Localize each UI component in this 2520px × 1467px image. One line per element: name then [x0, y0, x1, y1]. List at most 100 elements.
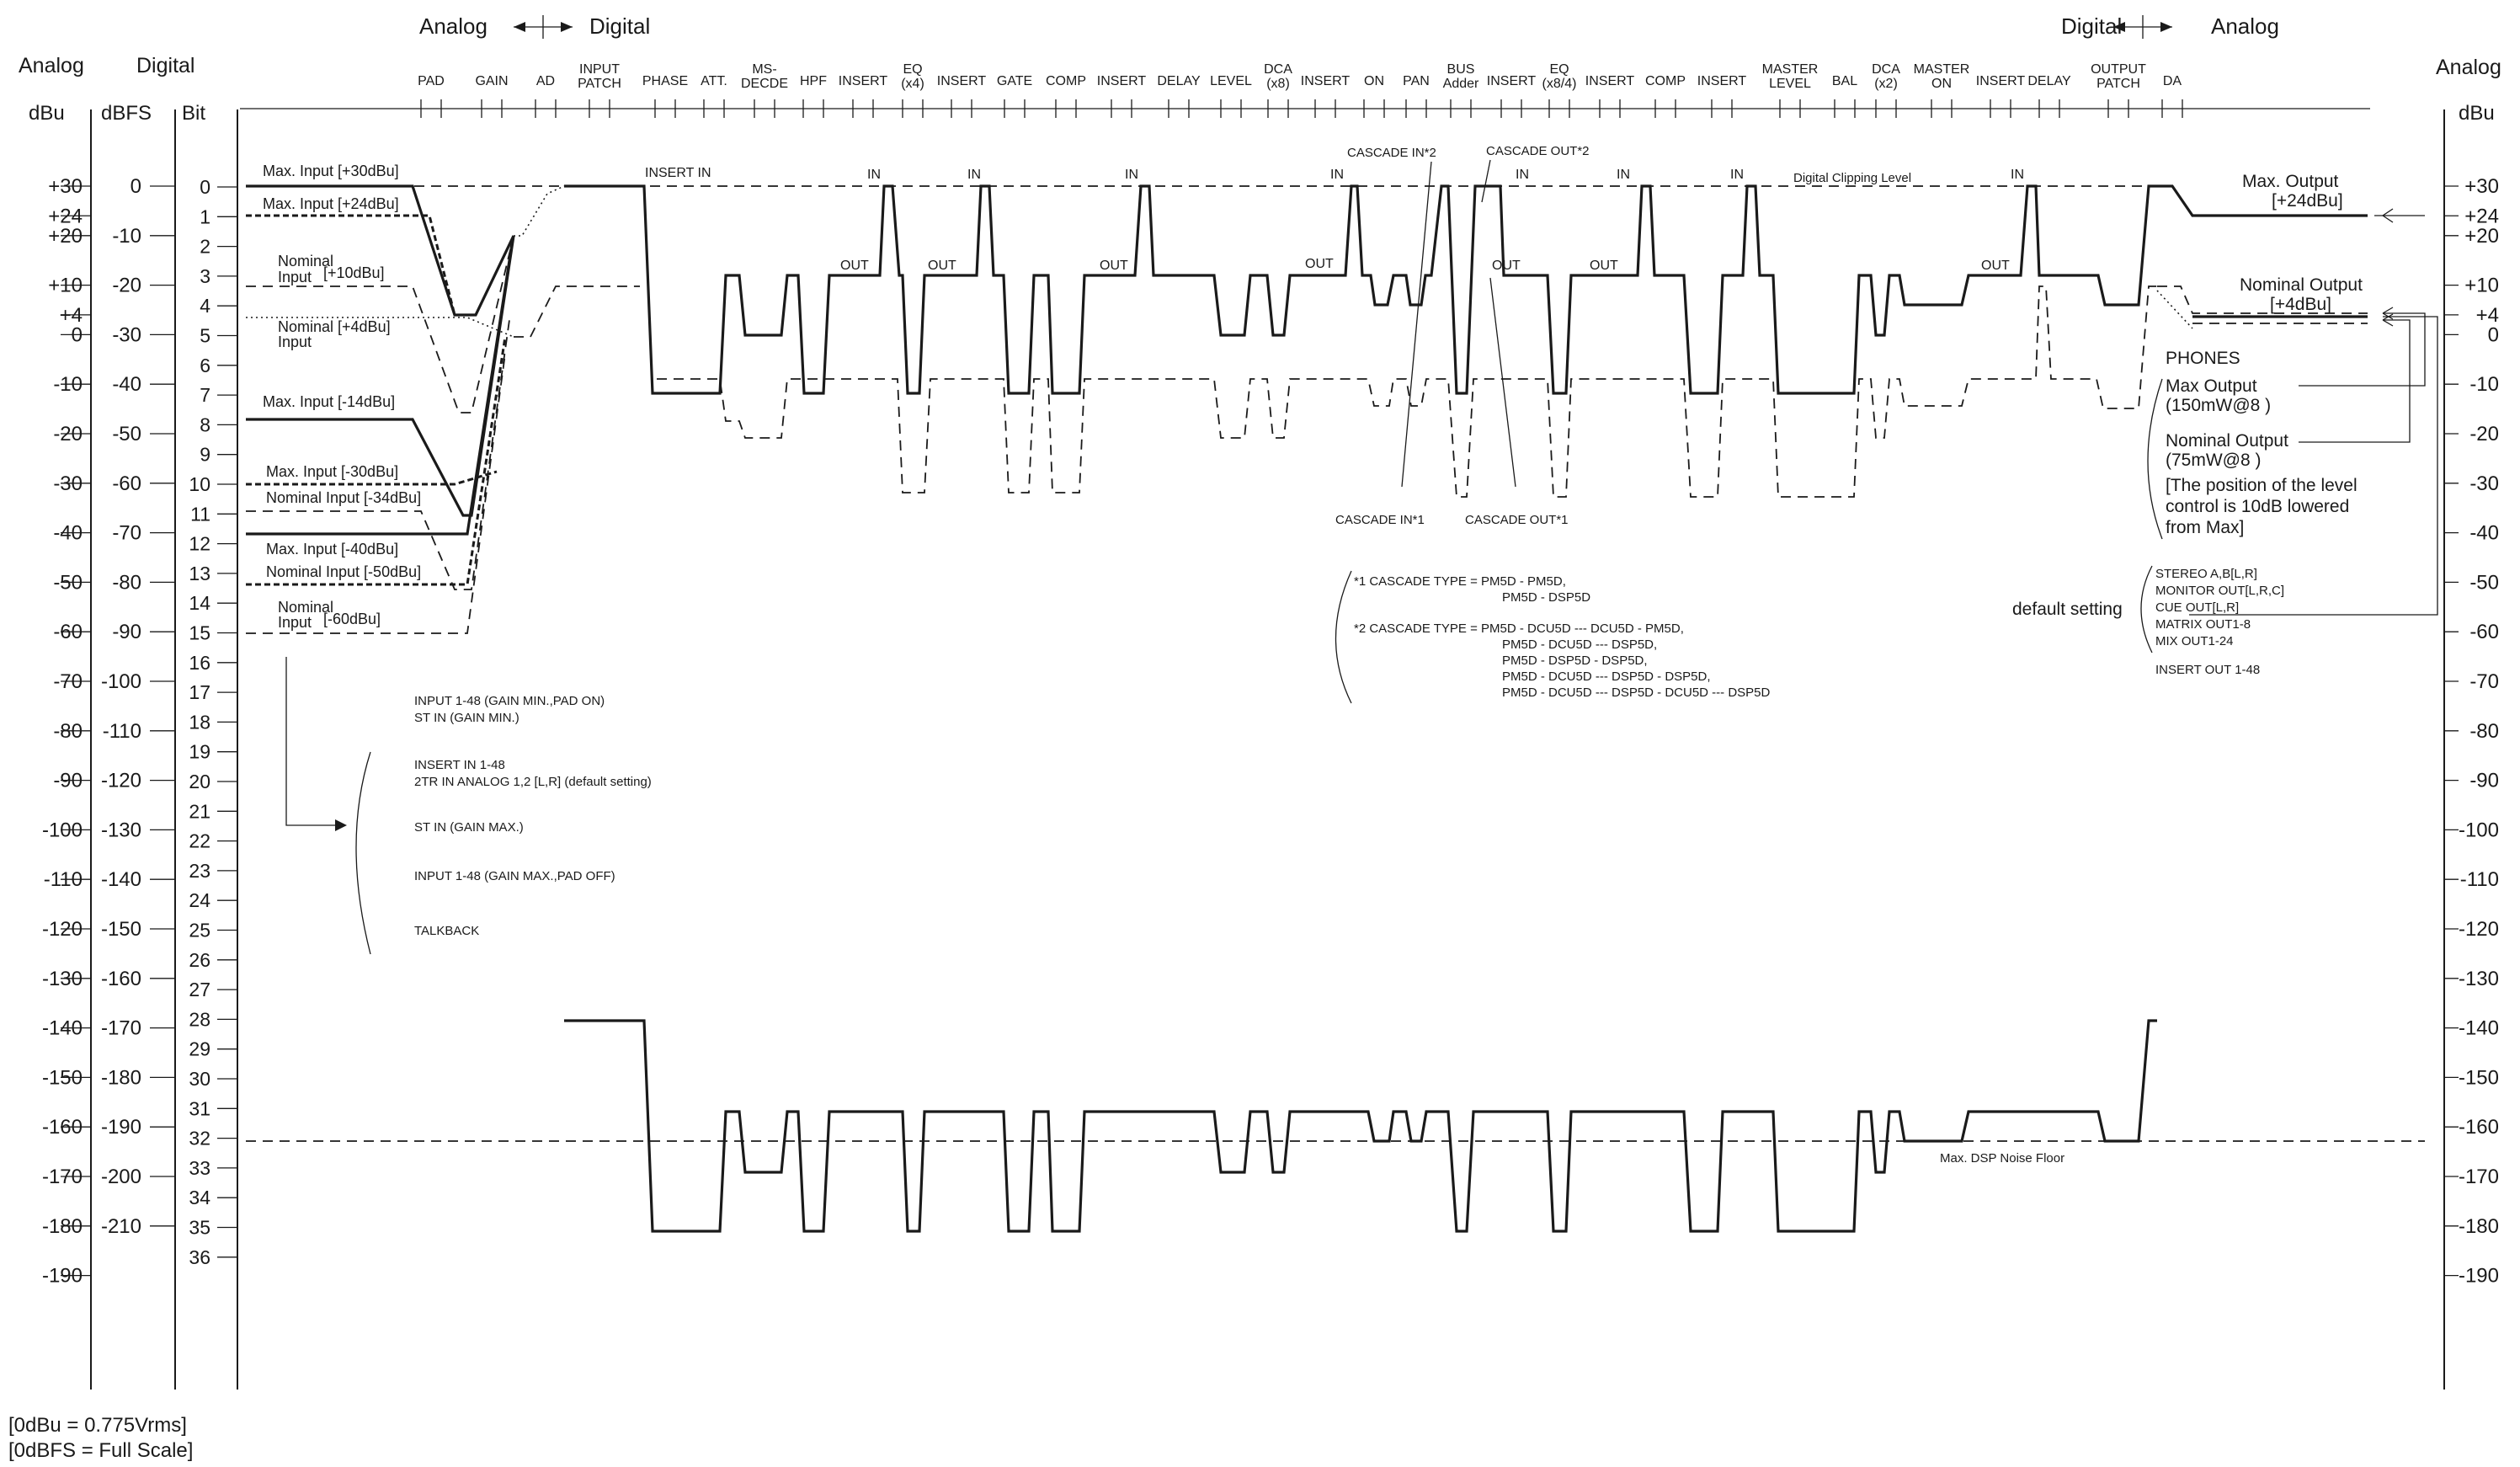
bit-tick-label: 8 — [200, 413, 210, 435]
phones-nominal-connector — [2299, 319, 2411, 443]
phones-note: control is 10dB lowered — [2166, 497, 2349, 516]
block-label: MASTER — [1914, 62, 1970, 77]
digital-column-title: Digital — [136, 54, 194, 77]
dbfs-tick-label: -40 — [112, 373, 141, 396]
cascade-note: *2 CASCADE TYPE = PM5D - DCU5D --- DCU5D… — [1354, 621, 1684, 636]
block-label: DA — [2163, 74, 2182, 88]
dbu-right-tick-label: +10 — [2464, 275, 2499, 297]
default-output: MONITOR OUT[L,R,C] — [2155, 584, 2284, 598]
block-label: DCA — [1264, 62, 1292, 77]
dbfs-tick-label: -20 — [112, 275, 141, 297]
dbu-right-tick-label: +4 — [2476, 304, 2499, 327]
max-input-30: Max. Input [+30dBu] — [263, 163, 399, 179]
in-label: IN — [1516, 168, 1529, 182]
bit-tick-label: 36 — [189, 1246, 210, 1268]
source-item: ST IN (GAIN MIN.) — [414, 711, 519, 725]
dbu-right-tick-label: -10 — [2469, 373, 2499, 396]
cascade-in-1: CASCADE IN*1 — [1335, 513, 1425, 527]
level-traces — [246, 159, 2438, 1233]
bit-tick-label: 11 — [190, 503, 210, 525]
bit-tick-label: 27 — [189, 979, 210, 1000]
dbfs-tick-label: -180 — [101, 1066, 141, 1089]
phones-note: [The position of the level — [2166, 476, 2358, 495]
bit-tick-label: 29 — [189, 1038, 210, 1060]
dbfs-tick-label: -150 — [101, 918, 141, 941]
out-label: OUT — [840, 259, 869, 273]
source-item: INPUT 1-48 (GAIN MAX.,PAD OFF) — [414, 869, 615, 883]
in-label: IN — [1125, 168, 1138, 182]
axes — [90, 15, 2445, 1390]
input-trace-10 — [246, 235, 514, 413]
in-label: IN — [867, 168, 881, 182]
bit-tick-label: 20 — [189, 771, 210, 792]
bit-tick-label: 10 — [189, 473, 210, 495]
block-label: PATCH — [2096, 77, 2140, 91]
footnote-dbu: [0dBu = 0.775Vrms] — [8, 1414, 187, 1437]
dbu-right-tick-label: -80 — [2469, 720, 2499, 743]
nominal-label-60: Nominal — [278, 599, 333, 616]
dbu-right-tick-label: -150 — [2459, 1066, 2499, 1089]
dbfs-tick-label: -200 — [101, 1166, 141, 1188]
bit-tick-label: 19 — [189, 741, 210, 763]
bit-tick-label: 23 — [189, 860, 210, 882]
input-labels: Max. Input [+30dBu] Max. Input [+24dBu] … — [263, 163, 421, 631]
dbfs-tick-label: -30 — [112, 323, 141, 346]
bit-tick-label: 3 — [200, 265, 210, 287]
dbu-right-tick-label: -130 — [2459, 968, 2499, 990]
in-label: IN — [2011, 168, 2024, 182]
block-label: PHASE — [642, 74, 688, 88]
analog-label-right: Analog — [2211, 13, 2279, 39]
block-label: DECDE — [741, 77, 788, 91]
block-label: BUS — [1447, 62, 1475, 77]
nominal-output-trace — [2157, 285, 2368, 314]
dbu-unit-right: dBu — [2459, 102, 2495, 125]
analog-column-title: Analog — [19, 54, 84, 77]
max-input-24: Max. Input [+24dBu] — [263, 195, 399, 212]
max-input-m40: Max. Input [-40dBu] — [266, 541, 398, 557]
out-label: OUT — [928, 259, 956, 273]
block-label: GATE — [997, 74, 1032, 88]
dbu-right-tick-label: -170 — [2459, 1166, 2499, 1188]
block-label: GAIN — [475, 74, 508, 88]
bit-tick-label: 21 — [189, 800, 210, 822]
digital-label-left: Digital — [589, 13, 650, 39]
nominal-output-label: Nominal Output — [2240, 275, 2363, 295]
out-label: OUT — [1981, 259, 2010, 273]
analog-right-column-title: Analog — [2436, 56, 2501, 79]
block-label: OUTPUT — [2091, 62, 2146, 77]
dbu-right-tick-label: +30 — [2464, 175, 2499, 198]
out-label: OUT — [1100, 259, 1128, 273]
dbu-right-tick-label: -120 — [2459, 918, 2499, 941]
dbu-right-tick-label: -140 — [2459, 1017, 2499, 1040]
bit-tick-label: 5 — [200, 325, 210, 347]
noise-floor-label: Max. DSP Noise Floor — [1940, 1151, 2064, 1166]
block-label: PATCH — [578, 77, 621, 91]
block-label: ATT. — [701, 74, 727, 88]
bit-tick-label: 26 — [189, 949, 210, 971]
phones-nominal-value: (75mW@8 ) — [2166, 451, 2262, 470]
bit-tick-label: 16 — [189, 652, 210, 674]
cascade-notes: *1 CASCADE TYPE = PM5D - PM5D, PM5D - DS… — [1335, 570, 1771, 704]
max-output-trace — [2157, 184, 2368, 217]
analog-label-left: Analog — [419, 13, 487, 39]
out-label: OUT — [1305, 257, 1334, 271]
source-item: 2TR IN ANALOG 1,2 [L,R] (default setting… — [414, 775, 652, 789]
source-arrow — [285, 657, 337, 826]
max-level-trace — [564, 184, 2157, 395]
block-label: MS- — [752, 62, 776, 77]
nominal-label: Nominal — [278, 253, 333, 269]
dbfs-tick-label: -160 — [101, 968, 141, 990]
nominal-output-value: [+4dBu] — [2270, 295, 2331, 314]
bit-tick-label: 14 — [189, 592, 210, 614]
bit-tick-label: 12 — [189, 533, 210, 555]
in-label: IN — [1330, 168, 1344, 182]
cascade-note: PM5D - DCU5D --- DSP5D - DSP5D, — [1502, 669, 1711, 684]
cascade-note: PM5D - DCU5D --- DSP5D - DCU5D --- DSP5D — [1502, 685, 1771, 700]
bit-tick-label: 13 — [189, 563, 210, 584]
in-label: IN — [1730, 168, 1744, 182]
default-connector — [2189, 316, 2438, 616]
bit-tick-label: 7 — [200, 384, 210, 406]
dbu-right-tick-label: +24 — [2464, 205, 2499, 227]
bit-tick-label: 0 — [200, 176, 210, 198]
